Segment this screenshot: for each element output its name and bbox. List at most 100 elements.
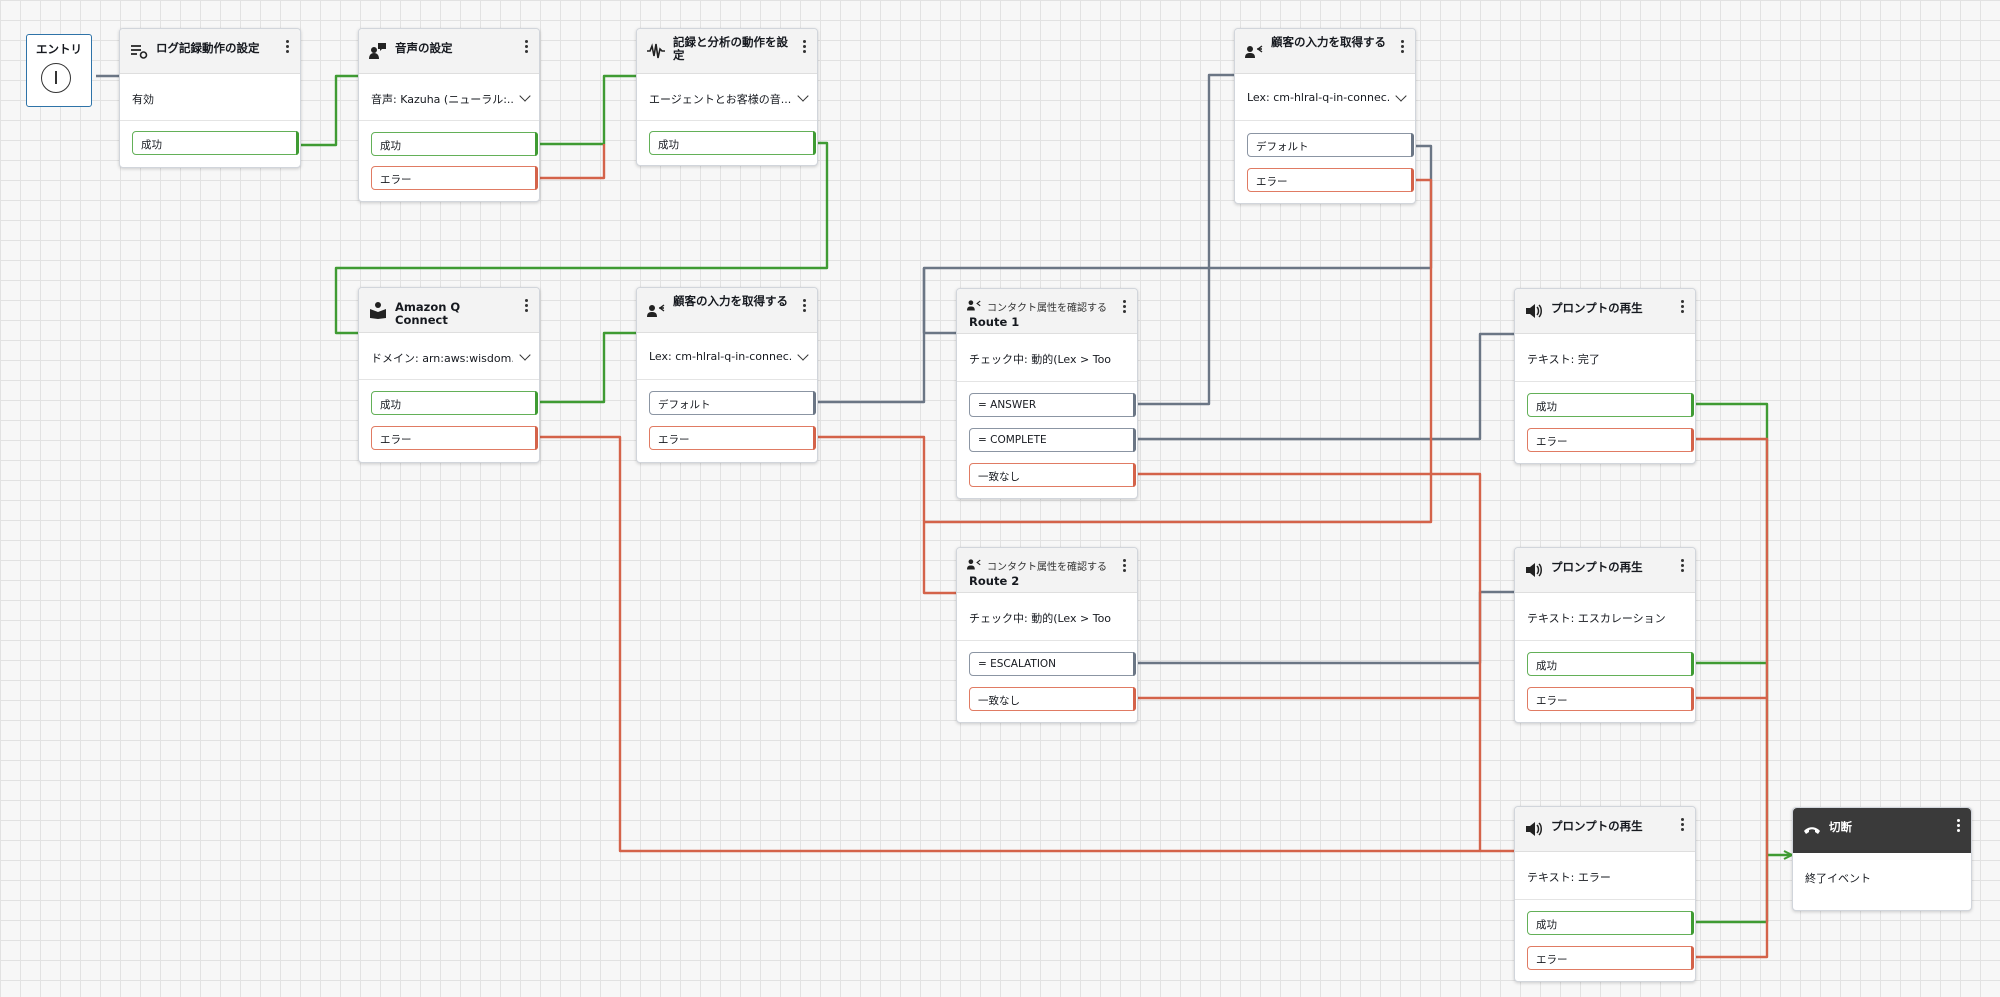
block-title: プロンプトの再生 [1551, 819, 1643, 833]
block-body-text: 音声: Kazuha (ニューラル:... [371, 93, 513, 106]
block-body[interactable]: エージェントとお客様の音... [637, 74, 817, 121]
kebab-menu-icon[interactable] [799, 297, 809, 317]
branch-no-match[interactable]: 一致なし [969, 687, 1136, 711]
kebab-menu-icon[interactable] [1677, 557, 1687, 577]
wire-getinput-mid-error [816, 435, 966, 593]
branch-label: エラー [658, 434, 690, 446]
block-body: テキスト: エラー [1515, 852, 1695, 900]
branch-success[interactable]: 成功 [132, 131, 299, 155]
branch-answer[interactable]: = ANSWER [969, 393, 1136, 417]
block-disconnect[interactable]: 切断 終了イベント [1792, 807, 1972, 911]
branch-label: エラー [380, 434, 412, 446]
block-get-input-top[interactable]: 顧客の入力を取得する Lex: cm-hlral-q-in-connec... … [1234, 28, 1416, 204]
branch-error[interactable]: エラー [371, 426, 538, 450]
kebab-menu-icon[interactable] [1677, 298, 1687, 318]
chevron-down-icon[interactable] [797, 349, 809, 361]
block-title: コンタクト属性を確認する [987, 562, 1107, 573]
block-header: 記録と分析の動作を設定 [637, 29, 817, 74]
kebab-menu-icon[interactable] [1397, 38, 1407, 58]
block-body[interactable]: Lex: cm-hlral-q-in-connec... [1235, 74, 1415, 121]
block-header: プロンプトの再生 [1515, 289, 1695, 334]
block-play-prompt-error[interactable]: プロンプトの再生 テキスト: エラー 成功 エラー [1514, 806, 1696, 982]
block-body[interactable]: 音声: Kazuha (ニューラル:... [359, 74, 539, 121]
kebab-menu-icon[interactable] [799, 38, 809, 58]
block-logging-behavior[interactable]: ログ記録動作の設定 有効 成功 [119, 28, 301, 168]
branch-error[interactable]: エラー [1527, 428, 1694, 452]
block-body-text: テキスト: 完了 [1527, 353, 1600, 366]
branch-label: エラー [1536, 954, 1568, 966]
branch-complete[interactable]: = COMPLETE [969, 428, 1136, 452]
block-amazon-q-connect[interactable]: Amazon Q Connect ドメイン: arn:aws:wisdom...… [358, 287, 540, 463]
block-body-text: チェック中: 動的(Lex > Tool) [969, 353, 1111, 366]
branch-label: 一致なし [978, 471, 1020, 483]
block-body[interactable]: Lex: cm-hlral-q-in-connec... [637, 333, 817, 380]
block-header: 顧客の入力を取得する [1235, 29, 1415, 74]
branch-error[interactable]: エラー [649, 426, 816, 450]
block-body: 有効 [120, 74, 300, 121]
block-title: Amazon Q Connect [395, 300, 461, 327]
wire-route1-complete [1136, 334, 1524, 441]
block-body-text: 有効 [132, 93, 154, 106]
branch-no-match[interactable]: 一致なし [969, 463, 1136, 487]
block-header: プロンプトの再生 [1515, 548, 1695, 593]
wire-voice-success [538, 76, 648, 146]
kebab-menu-icon[interactable] [521, 297, 531, 317]
branch-default[interactable]: デフォルト [1247, 133, 1414, 157]
block-body[interactable]: ドメイン: arn:aws:wisdom... [359, 333, 539, 380]
chevron-down-icon[interactable] [797, 90, 809, 102]
wire-prompt3-success [1694, 855, 1769, 924]
branch-success[interactable]: 成功 [1527, 652, 1694, 676]
branch-label: 成功 [380, 140, 401, 152]
block-header: 音声の設定 [359, 29, 539, 74]
block-body-text: ドメイン: arn:aws:wisdom... [371, 352, 513, 365]
kebab-menu-icon[interactable] [282, 38, 292, 58]
branch-error[interactable]: エラー [371, 166, 538, 190]
block-body: チェック中: 動的(Lex > Tool) [957, 334, 1137, 382]
wire-route2-escalation [1136, 592, 1524, 665]
kebab-menu-icon[interactable] [1119, 557, 1129, 577]
kebab-menu-icon[interactable] [1119, 298, 1129, 318]
block-get-input-mid[interactable]: 顧客の入力を取得する Lex: cm-hlral-q-in-connec... … [636, 287, 818, 463]
block-title: ログ記録動作の設定 [156, 41, 260, 55]
branch-error[interactable]: エラー [1527, 687, 1694, 711]
person-input-icon [647, 304, 665, 317]
branch-default[interactable]: デフォルト [649, 391, 816, 415]
kebab-menu-icon[interactable] [1953, 817, 1963, 837]
branch-label: エラー [1536, 436, 1568, 448]
block-header: 顧客の入力を取得する [637, 288, 817, 333]
entry-node[interactable]: エントリ [26, 34, 92, 107]
branch-success[interactable]: 成功 [371, 132, 538, 156]
wire-prompt3-error [1694, 945, 1769, 959]
block-body-text: Lex: cm-hlral-q-in-connec... [649, 350, 791, 363]
block-check-attributes-route2[interactable]: コンタクト属性を確認する Route 2 チェック中: 動的(Lex > Too… [956, 547, 1138, 723]
branch-success[interactable]: 成功 [1527, 911, 1694, 935]
block-play-prompt-complete[interactable]: プロンプトの再生 テキスト: 完了 成功 エラー [1514, 288, 1696, 464]
branch-success[interactable]: 成功 [649, 131, 816, 155]
kebab-menu-icon[interactable] [521, 38, 531, 58]
block-check-attributes-route1[interactable]: コンタクト属性を確認する Route 1 チェック中: 動的(Lex > Too… [956, 288, 1138, 499]
block-title: プロンプトの再生 [1551, 560, 1643, 574]
entry-label: エントリ [36, 42, 82, 56]
chevron-down-icon[interactable] [519, 90, 531, 102]
branch-error[interactable]: エラー [1247, 168, 1414, 192]
speaker-icon [1526, 822, 1542, 836]
branch-label: = ANSWER [978, 399, 1037, 411]
block-body-text: エージェントとお客様の音... [649, 93, 791, 106]
branch-label: 成功 [1536, 660, 1557, 672]
block-title: プロンプトの再生 [1551, 301, 1643, 315]
wire-voice-error [538, 144, 606, 180]
chevron-down-icon[interactable] [519, 349, 531, 361]
kebab-menu-icon[interactable] [1677, 816, 1687, 836]
speech-icon [369, 43, 386, 59]
block-play-prompt-escalation[interactable]: プロンプトの再生 テキスト: エスカレーション 成功 エラー [1514, 547, 1696, 723]
chevron-down-icon[interactable] [1395, 90, 1407, 102]
branch-success[interactable]: 成功 [1527, 393, 1694, 417]
branch-success[interactable]: 成功 [371, 391, 538, 415]
block-body: テキスト: 完了 [1515, 334, 1695, 382]
block-voice-settings[interactable]: 音声の設定 音声: Kazuha (ニューラル:... 成功 エラー [358, 28, 540, 202]
block-title: コンタクト属性を確認する [987, 303, 1107, 314]
branch-error[interactable]: エラー [1527, 946, 1694, 970]
branch-escalation[interactable]: = ESCALATION [969, 652, 1136, 676]
block-body: チェック中: 動的(Lex > Tool) [957, 593, 1137, 641]
block-recording-analytics[interactable]: 記録と分析の動作を設定 エージェントとお客様の音... 成功 [636, 28, 818, 166]
